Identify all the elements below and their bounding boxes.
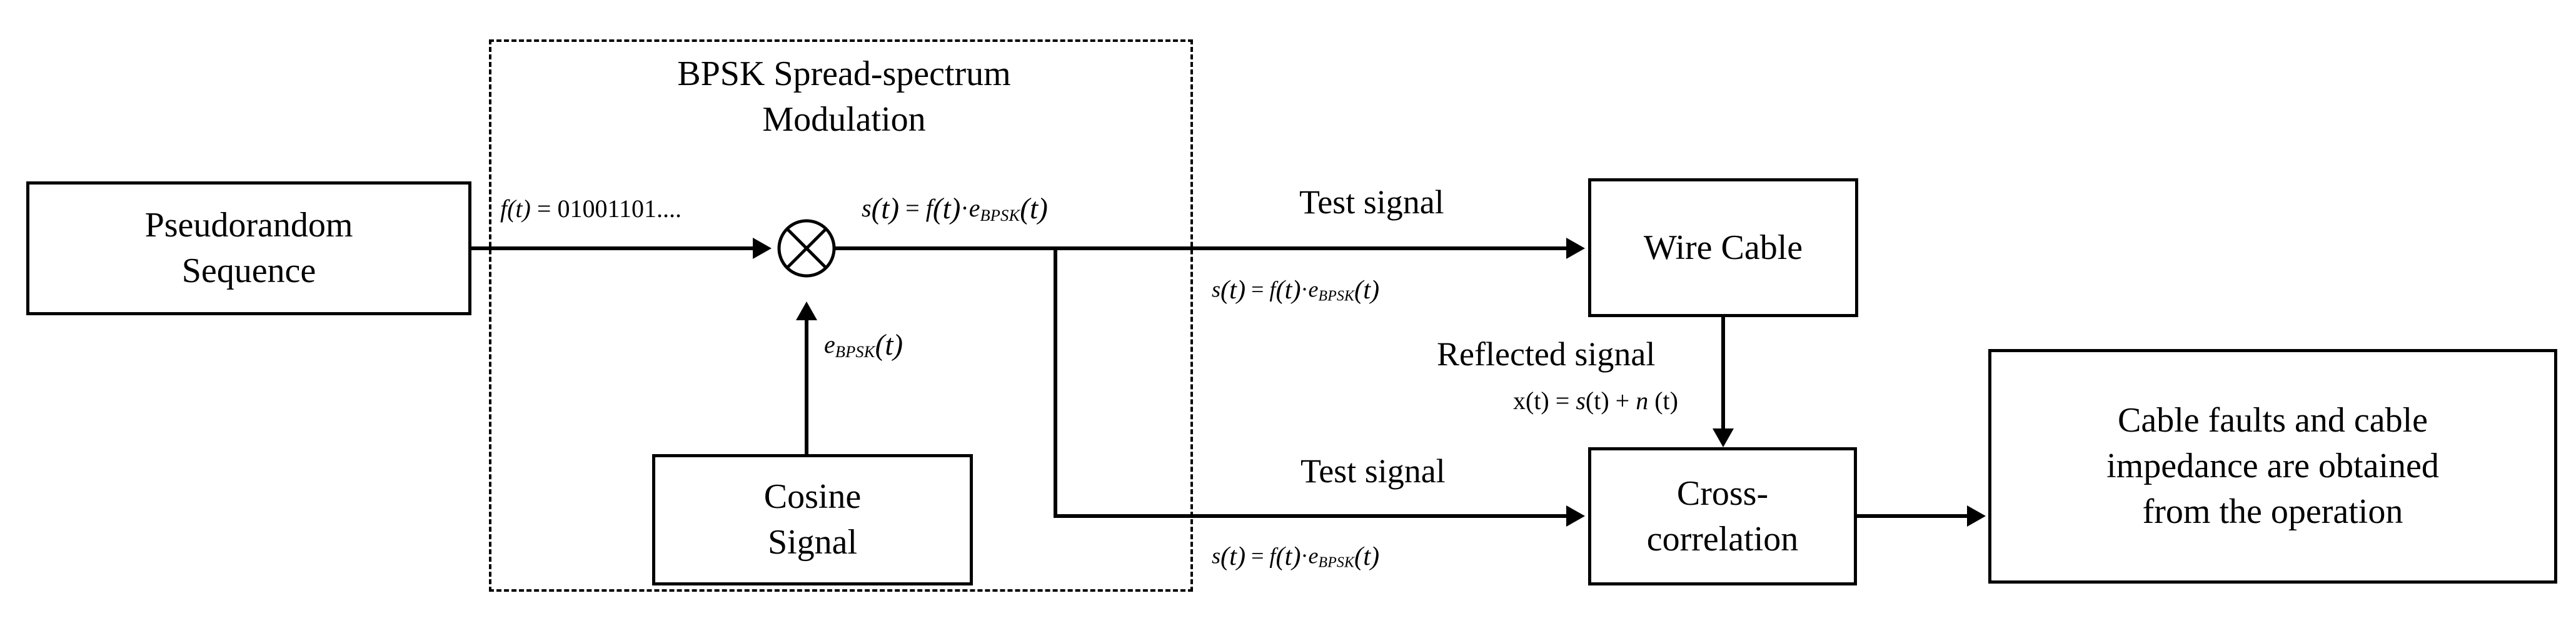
block-cross-correlation-label: Cross- correlation [1646, 474, 1799, 559]
label-s-of-t-after-mixer-e: e [969, 194, 980, 223]
multiplier-icon [777, 218, 837, 278]
label-x-of-t: x(t) = s(t) + n (t) [1513, 388, 1678, 414]
block-cosine-signal[interactable]: Cosine Signal [652, 454, 973, 585]
arrowhead-pseudorandom-to-mixer [753, 238, 772, 259]
label-e-bpsk-of-t: eBPSK(t) [824, 330, 903, 362]
label-e-bpsk-of-t-e: e [824, 330, 835, 359]
label-x-of-t-eq: = [1549, 387, 1576, 415]
label-s-eq-bottom-arrow: s(t) = f(t)·eBPSK(t) [1212, 542, 1380, 571]
connector-wire-cable-to-cross-correlation [1721, 317, 1725, 428]
label-x-of-t-sarg: (t) [1585, 387, 1609, 415]
label-x-of-t-narg: (t) [1648, 387, 1678, 415]
arrowhead-test-signal-to-wire-cable [1566, 238, 1585, 259]
block-cross-correlation[interactable]: Cross- correlation [1588, 447, 1857, 585]
label-f-of-t-lhs: f(t) [500, 195, 531, 223]
label-x-of-t-s: s [1576, 387, 1586, 415]
block-cosine-signal-label: Cosine Signal [763, 477, 862, 562]
label-f-of-t: f(t) = 01001101.... [500, 196, 682, 222]
label-s-eq-bottom-arrow-arg: (t) [1220, 542, 1246, 571]
label-s-of-t-after-mixer: s(t) = f(t)·eBPSK(t) [862, 193, 1048, 225]
label-s-eq-bottom-arrow-earg: (t) [1354, 542, 1380, 571]
block-wire-cable-label: Wire Cable [1643, 228, 1803, 267]
label-x-of-t-plus: + [1609, 387, 1636, 415]
connector-mixer-to-wire-cable [835, 246, 1567, 250]
label-x-of-t-n: n [1636, 387, 1649, 415]
label-s-eq-bottom-arrow-eq: = [1245, 543, 1270, 569]
label-s-eq-bottom-arrow-sub: BPSK [1318, 554, 1355, 571]
label-test-signal-top: Test signal [1299, 183, 1444, 221]
label-x-of-t-x: x(t) [1513, 387, 1549, 415]
arrowhead-test-signal-to-cross-correlation [1566, 505, 1585, 527]
label-f-of-t-rhs: 01001101.... [557, 195, 682, 223]
label-s-of-t-after-mixer-dot: · [960, 194, 969, 223]
label-s-eq-top-arrow-s: s [1212, 276, 1221, 302]
arrowhead-reflected-signal [1713, 428, 1734, 447]
arrowhead-cosine-to-mixer [796, 301, 817, 320]
block-pseudorandom-sequence-label: Pseudorandom Sequence [144, 206, 353, 290]
bpsk-modulation-group [489, 39, 1193, 592]
connector-branch-to-cross-correlation [1054, 514, 1567, 518]
label-s-eq-top-arrow-e: e [1308, 276, 1319, 302]
label-s-eq-bottom-arrow-s: s [1212, 543, 1221, 569]
label-s-eq-bottom-arrow-farg: (t) [1275, 542, 1301, 571]
label-reflected-signal: Reflected signal [1437, 335, 1656, 373]
connector-pseudorandom-to-mixer [471, 246, 754, 250]
label-f-of-t-eq: = [530, 195, 558, 223]
label-s-eq-top-arrow-dot: · [1301, 276, 1309, 302]
label-s-eq-bottom-arrow-f: f [1269, 543, 1276, 569]
label-s-of-t-after-mixer-earg: (t) [1020, 193, 1048, 225]
label-s-eq-bottom-arrow-dot: · [1301, 543, 1309, 569]
bpsk-modulation-group-title: BPSK Spread-spectrum Modulation [677, 54, 1011, 139]
arrowhead-cross-correlation-to-result [1967, 505, 1986, 527]
connector-branch-vertical [1054, 246, 1057, 518]
block-result-output[interactable]: Cable faults and cable impedance are obt… [1988, 349, 2557, 584]
label-s-eq-top-arrow: s(t) = f(t)·eBPSK(t) [1212, 276, 1379, 305]
label-s-of-t-after-mixer-f: f [925, 194, 933, 223]
label-s-of-t-after-mixer-sub: BPSK [980, 206, 1020, 225]
label-e-bpsk-of-t-sub: BPSK [835, 342, 875, 362]
label-s-eq-top-arrow-eq: = [1245, 276, 1270, 302]
connector-cross-correlation-to-result [1857, 514, 1968, 518]
block-pseudorandom-sequence[interactable]: Pseudorandom Sequence [26, 181, 471, 315]
block-result-output-label: Cable faults and cable impedance are obt… [2106, 401, 2439, 531]
label-test-signal-bottom: Test signal [1301, 452, 1446, 490]
label-s-eq-top-arrow-sub: BPSK [1318, 288, 1355, 305]
block-wire-cable[interactable]: Wire Cable [1588, 178, 1858, 317]
connector-cosine-to-mixer [805, 320, 808, 454]
label-s-of-t-after-mixer-arg: (t) [871, 193, 900, 225]
label-s-eq-top-arrow-f: f [1269, 276, 1276, 302]
label-s-eq-top-arrow-farg: (t) [1275, 275, 1301, 305]
label-s-of-t-after-mixer-farg: (t) [932, 193, 961, 225]
label-s-eq-top-arrow-earg: (t) [1354, 275, 1380, 305]
label-e-bpsk-of-t-arg: (t) [875, 329, 903, 362]
label-s-of-t-after-mixer-eq: = [899, 194, 926, 223]
label-s-of-t-after-mixer-s: s [862, 194, 872, 223]
label-s-eq-top-arrow-arg: (t) [1220, 275, 1246, 305]
label-s-eq-bottom-arrow-e: e [1308, 543, 1319, 569]
